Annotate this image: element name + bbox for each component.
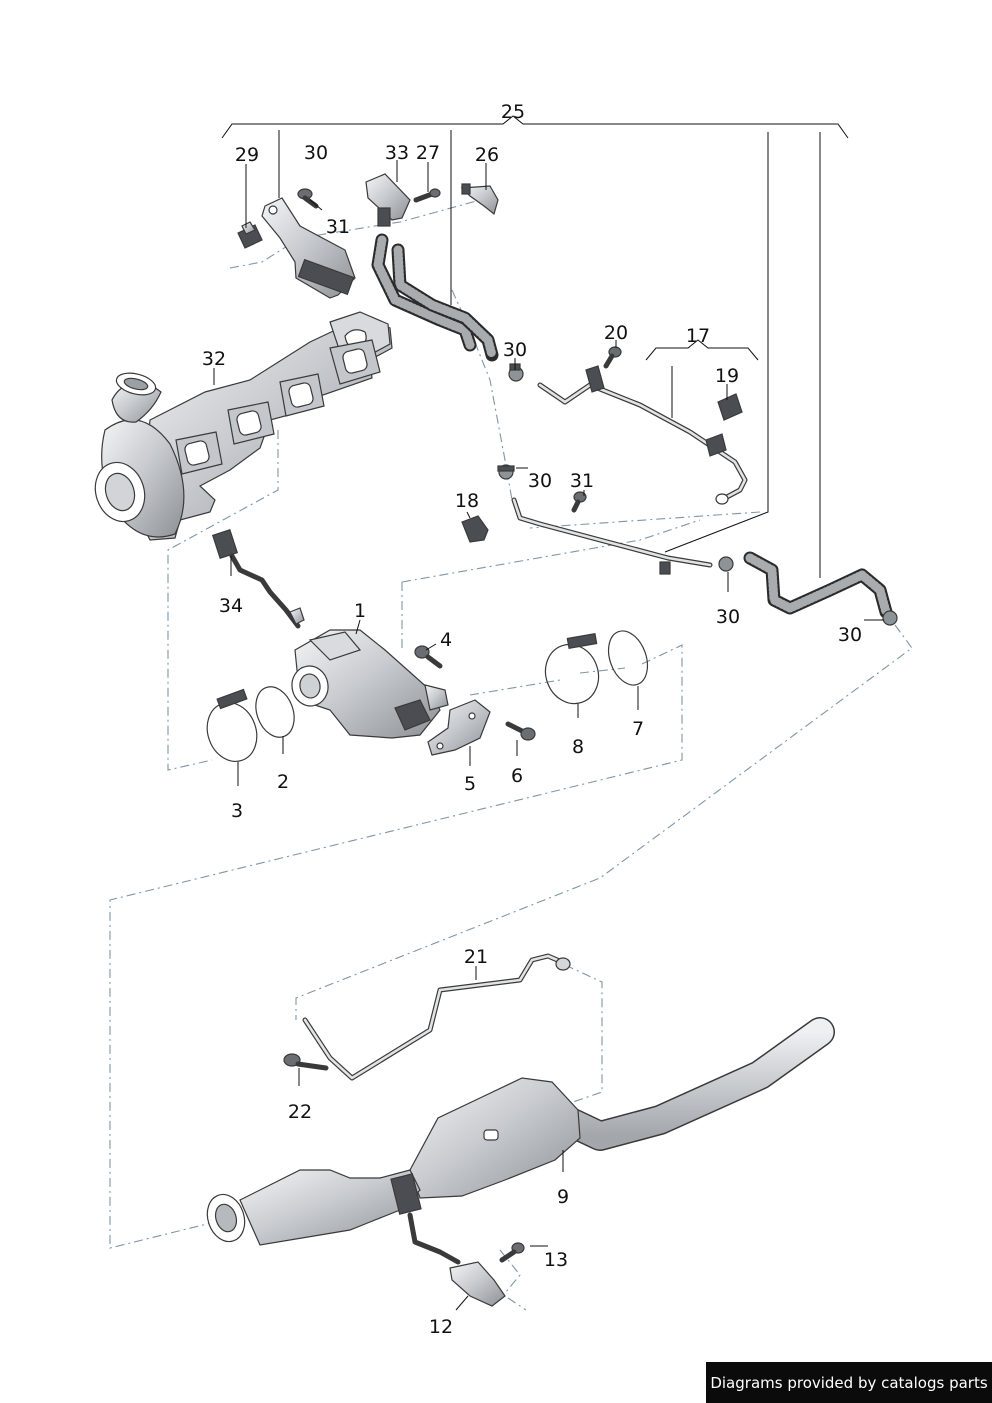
label-12: 12 — [429, 1316, 453, 1338]
label-31-mid: 31 — [570, 470, 594, 492]
sensor-34 — [211, 529, 305, 629]
label-5: 5 — [464, 773, 476, 795]
clamp-30-a — [508, 363, 524, 382]
label-17: 17 — [686, 325, 710, 347]
clamp-30-c — [718, 556, 734, 572]
label-30-a: 30 — [503, 339, 527, 361]
label-1: 1 — [354, 600, 366, 622]
label-33: 33 — [385, 142, 409, 164]
label-13: 13 — [544, 1249, 568, 1271]
group-25-bracket — [221, 115, 849, 578]
credit-text: Diagrams provided by catalogs parts — [710, 1373, 988, 1392]
bracket-31 — [261, 197, 356, 299]
label-6: 6 — [511, 765, 523, 787]
ring-7 — [607, 630, 649, 686]
label-29: 29 — [235, 144, 259, 166]
label-34: 34 — [219, 595, 243, 617]
bolt-20 — [603, 346, 622, 369]
label-21: 21 — [464, 946, 488, 968]
clip-18 — [461, 515, 489, 543]
clamp-8 — [544, 632, 600, 705]
label-30-c: 30 — [716, 606, 740, 628]
pressure-hoses — [371, 233, 499, 362]
label-25: 25 — [501, 101, 525, 123]
label-30-top: 30 — [304, 142, 328, 164]
bolt-22 — [283, 1053, 329, 1071]
clip-26 — [460, 183, 499, 216]
label-7: 7 — [632, 718, 644, 740]
label-20: 20 — [604, 322, 628, 344]
label-4: 4 — [440, 629, 452, 651]
callout-numbers: 25 29 30 33 27 26 31 32 30 20 17 19 30 3… — [202, 101, 862, 1338]
ring-2 — [255, 686, 295, 738]
pipe-lower — [511, 497, 713, 575]
bolt-31-mid — [571, 491, 587, 513]
label-22: 22 — [288, 1101, 312, 1123]
leader-lines — [213, 160, 884, 1311]
label-31-top: 31 — [326, 216, 350, 238]
label-18: 18 — [455, 490, 479, 512]
credit-banner: Diagrams provided by catalogs parts — [706, 1362, 992, 1403]
clamp-3 — [206, 688, 258, 762]
label-32: 32 — [202, 348, 226, 370]
bolt-30-top — [297, 188, 319, 209]
sensor-12 — [407, 1212, 506, 1307]
label-2: 2 — [277, 771, 289, 793]
clamp-30-d — [882, 610, 898, 626]
label-19: 19 — [715, 365, 739, 387]
connector-29 — [237, 221, 263, 249]
pressure-sensor-33 — [365, 173, 411, 227]
bolt-6 — [505, 721, 536, 741]
catalyst-1 — [291, 629, 449, 739]
turbocharger-manifold — [94, 311, 393, 541]
bolt-13 — [499, 1242, 525, 1263]
particulate-filter-9 — [206, 1017, 835, 1246]
bolt-4 — [414, 645, 443, 669]
label-8: 8 — [572, 736, 584, 758]
bracket-5 — [427, 699, 491, 756]
label-9: 9 — [557, 1186, 569, 1208]
label-3: 3 — [231, 800, 243, 822]
clamp-30-b — [497, 464, 515, 480]
pipe-21 — [302, 953, 571, 1081]
label-30-d: 30 — [838, 624, 862, 646]
label-27: 27 — [416, 142, 440, 164]
label-26: 26 — [475, 144, 499, 166]
label-30-b: 30 — [528, 470, 552, 492]
clip-19 — [717, 393, 743, 421]
pipe-17 — [537, 365, 748, 505]
bolt-27 — [413, 188, 441, 203]
hose-right — [743, 551, 893, 619]
